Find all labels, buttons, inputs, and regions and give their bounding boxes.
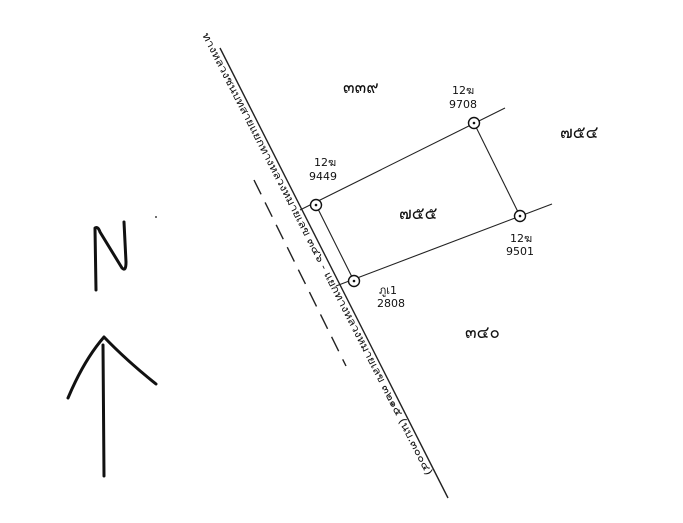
road-edge <box>219 47 449 499</box>
marker-label-number: 9501 <box>506 245 534 258</box>
marker-label-number: 2808 <box>377 297 405 310</box>
north-letter-n <box>93 220 128 292</box>
marker-label-code: ภูเ1 <box>379 284 397 297</box>
road-centerline-dashed <box>253 179 347 367</box>
marker-label-code: 12ฆ <box>314 156 336 169</box>
marker-label-number: 9449 <box>309 170 337 183</box>
marker-9708 <box>467 116 481 130</box>
marker-9501 <box>513 209 527 223</box>
marker-2808 <box>347 274 361 288</box>
marker-label-number: 9708 <box>449 98 477 111</box>
boundary-markers <box>309 116 527 288</box>
north-arrow-head <box>66 335 158 400</box>
parcel-east-label: ๗๕๔ <box>560 123 599 143</box>
road: ทางหลวงชนบทสายแยกทางหลวงหมายเลข ๓๔๖ - แย… <box>199 31 449 499</box>
parcel-boundaries <box>299 107 553 287</box>
parcel-subject-label: ๗๕๕ <box>399 204 438 224</box>
speck <box>155 216 157 218</box>
boundary-west <box>315 204 355 282</box>
parcel-north-label: ๓๓๙ <box>343 78 379 98</box>
road-label: ทางหลวงชนบทสายแยกทางหลวงหมายเลข ๓๔๖ - แย… <box>199 31 434 477</box>
marker-label-code: 12ฆ <box>510 232 532 245</box>
marker-9449 <box>309 198 323 212</box>
parcel-south-label: ๓๔๐ <box>465 323 500 343</box>
north-arrow-shaft <box>101 343 106 478</box>
boundary-east <box>473 122 521 217</box>
marker-label-code: 12ฆ <box>452 84 474 97</box>
north-arrow <box>66 220 158 478</box>
